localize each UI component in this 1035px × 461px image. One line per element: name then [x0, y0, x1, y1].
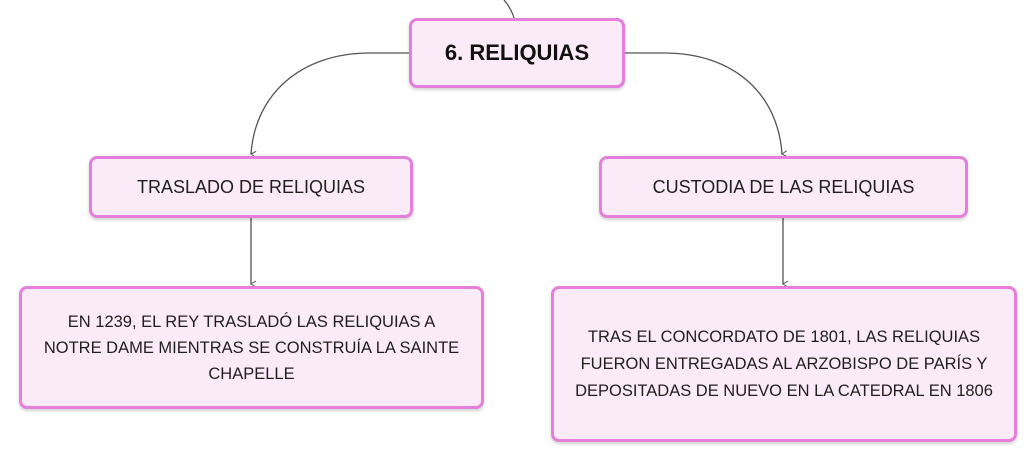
connector-incoming: [503, 0, 515, 19]
connector-root-to-left: [250, 52, 409, 158]
detail-node-custodia[interactable]: TRAS EL CONCORDATO DE 1801, LAS RELIQUIA…: [551, 286, 1017, 442]
topic-label-traslado: TRASLADO DE RELIQUIAS: [136, 176, 366, 197]
topic-node-traslado[interactable]: TRASLADO DE RELIQUIAS: [89, 156, 413, 218]
root-topic-label: 6. RELIQUIAS: [444, 40, 590, 65]
detail-text-custodia: TRAS EL CONCORDATO DE 1801, LAS RELIQUIA…: [575, 327, 993, 400]
detail-node-traslado[interactable]: EN 1239, EL REY TRASLADÓ LAS RELIQUIAS A…: [19, 286, 484, 409]
topic-node-custodia[interactable]: CUSTODIA DE LAS RELIQUIAS: [599, 156, 968, 218]
root-topic-node[interactable]: 6. RELIQUIAS: [409, 18, 625, 88]
detail-text-traslado: EN 1239, EL REY TRASLADÓ LAS RELIQUIAS A…: [43, 312, 460, 383]
connector-root-to-right: [625, 52, 788, 158]
topic-label-custodia: CUSTODIA DE LAS RELIQUIAS: [652, 176, 915, 197]
